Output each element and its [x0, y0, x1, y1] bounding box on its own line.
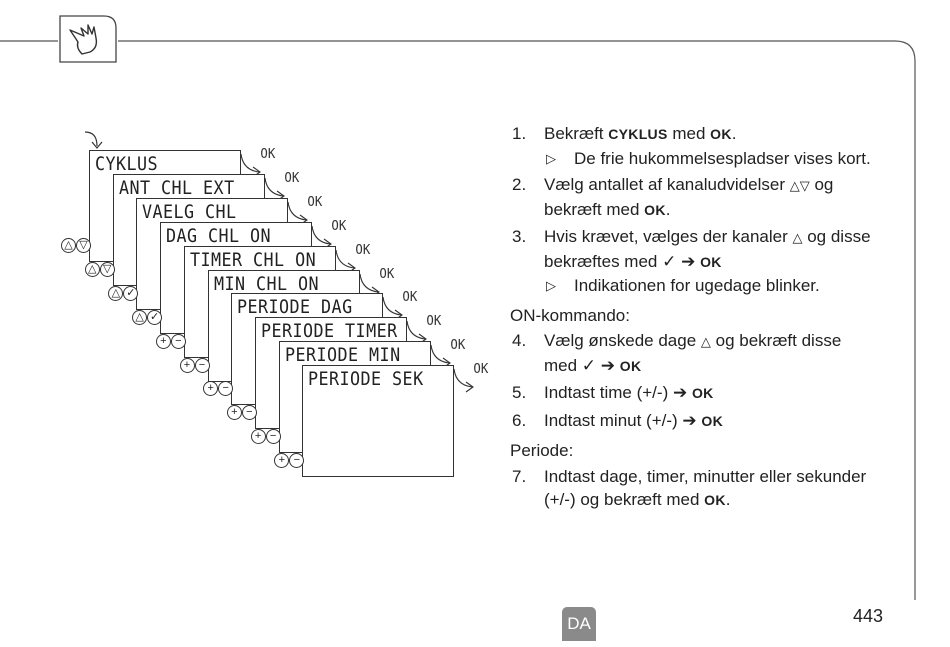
- lcd-screen-text: VAELG CHL: [142, 200, 237, 223]
- ok-arrow-icon: [453, 369, 475, 393]
- minus-icon[interactable]: −: [170, 333, 186, 349]
- ok-label: OK: [426, 314, 442, 330]
- button-pair: +−: [250, 429, 281, 445]
- button-pair: +−: [226, 405, 257, 421]
- up-triangle-icon: △: [700, 334, 711, 349]
- button-pair: +−: [203, 381, 234, 397]
- button-pair: △✓: [132, 309, 163, 325]
- arrow-right-icon: ➔: [681, 251, 696, 271]
- minus-icon[interactable]: −: [265, 429, 281, 445]
- up-triangle-icon[interactable]: △: [132, 309, 148, 325]
- down-triangle-icon: ▽: [799, 178, 810, 193]
- ok-label: OK: [449, 338, 465, 354]
- start-arrow-icon: [84, 131, 103, 149]
- step-3: 3. Hvis krævet, vælges der kanaler △ og …: [510, 225, 910, 298]
- check-icon[interactable]: ✓: [147, 309, 163, 325]
- step-6: 6. Indtast minut (+/-) ➔ OK: [512, 410, 724, 430]
- section-on-command: ON-kommando:: [510, 305, 630, 325]
- minus-icon[interactable]: −: [241, 405, 257, 421]
- instruction-list: 1. Bekræft CYKLUS med OK. ▷ De frie huko…: [510, 122, 910, 516]
- plus-icon[interactable]: +: [226, 405, 242, 421]
- section-periode: Periode:: [510, 441, 574, 460]
- plus-icon[interactable]: +: [155, 333, 171, 349]
- down-triangle-icon[interactable]: ▽: [76, 238, 91, 253]
- up-triangle-icon: △: [789, 178, 800, 193]
- page-number: 443: [853, 606, 884, 626]
- lcd-screen-text: ANT CHL EXT: [118, 176, 235, 199]
- minus-icon[interactable]: −: [289, 453, 305, 469]
- button-pair: +−: [179, 357, 210, 373]
- plus-icon[interactable]: +: [203, 381, 219, 397]
- lcd-screen-text: MIN CHL ON: [213, 272, 319, 295]
- lcd-screen-text: PERIODE DAG: [237, 296, 353, 319]
- ok-label: OK: [331, 218, 347, 234]
- lcd-screen-text: PERIODE MIN: [284, 344, 401, 367]
- ok-label: OK: [402, 290, 418, 306]
- down-triangle-icon[interactable]: ▽: [99, 261, 115, 277]
- arrow-right-icon: ➔: [600, 355, 616, 375]
- step-7: 7. Indtast dage, timer, minutter eller s…: [512, 466, 867, 510]
- check-icon[interactable]: ✓: [123, 285, 139, 301]
- arrow-right-icon: ➔: [672, 383, 688, 402]
- lcd-screen-text: PERIODE TIMER: [260, 320, 398, 343]
- plus-icon[interactable]: +: [274, 453, 290, 469]
- minus-icon[interactable]: −: [218, 381, 234, 397]
- button-pair: △▽: [84, 261, 115, 277]
- ok-label: OK: [473, 362, 489, 378]
- plus-icon[interactable]: +: [179, 357, 195, 373]
- ok-label: OK: [284, 170, 299, 186]
- check-icon: ✓: [581, 355, 597, 375]
- lcd-screen-text: PERIODE SEK: [308, 368, 424, 391]
- minus-icon[interactable]: −: [194, 357, 210, 373]
- step-4: 4. Vælg ønskede dage △ og bekræft disse …: [512, 331, 842, 375]
- ok-label: OK: [355, 242, 371, 258]
- up-triangle-icon[interactable]: △: [61, 238, 76, 253]
- lcd-screen-text: DAG CHL ON: [166, 224, 272, 247]
- check-icon: ✓: [662, 251, 677, 271]
- ok-label: OK: [378, 266, 394, 282]
- button-pair: △▽: [61, 238, 91, 253]
- hand-icon: [58, 14, 118, 64]
- lcd-screen: PERIODE SEK: [302, 365, 455, 478]
- step-5: 5. Indtast time (+/-) ➔ OK: [512, 383, 714, 402]
- up-triangle-icon[interactable]: △: [108, 285, 124, 301]
- triangle-right-icon: ▷: [546, 278, 556, 293]
- up-triangle-icon[interactable]: △: [84, 261, 100, 277]
- lcd-screen-text: CYKLUS: [95, 153, 159, 175]
- plus-icon[interactable]: +: [250, 429, 266, 445]
- button-pair: +−: [155, 333, 186, 349]
- button-pair: △✓: [108, 285, 139, 301]
- ok-label: OK: [260, 147, 276, 162]
- step-3-note: ▷ Indikationen for ugedage blinker.: [544, 274, 910, 298]
- lcd-screen-text: TIMER CHL ON: [189, 248, 316, 271]
- button-pair: +−: [274, 453, 305, 469]
- step-1-note: ▷ De frie hukommelsespladser vises kort.: [544, 147, 910, 171]
- step-2: 2. Vælg antallet af kanaludvidelser △▽ o…: [512, 175, 834, 219]
- triangle-right-icon: ▷: [546, 150, 556, 166]
- step-1: 1. Bekræft CYKLUS med OK. ▷ De frie huko…: [510, 122, 910, 170]
- ok-label: OK: [307, 194, 323, 210]
- up-triangle-icon: △: [792, 230, 803, 245]
- arrow-right-icon: ➔: [682, 410, 697, 430]
- language-badge: DA: [562, 607, 596, 641]
